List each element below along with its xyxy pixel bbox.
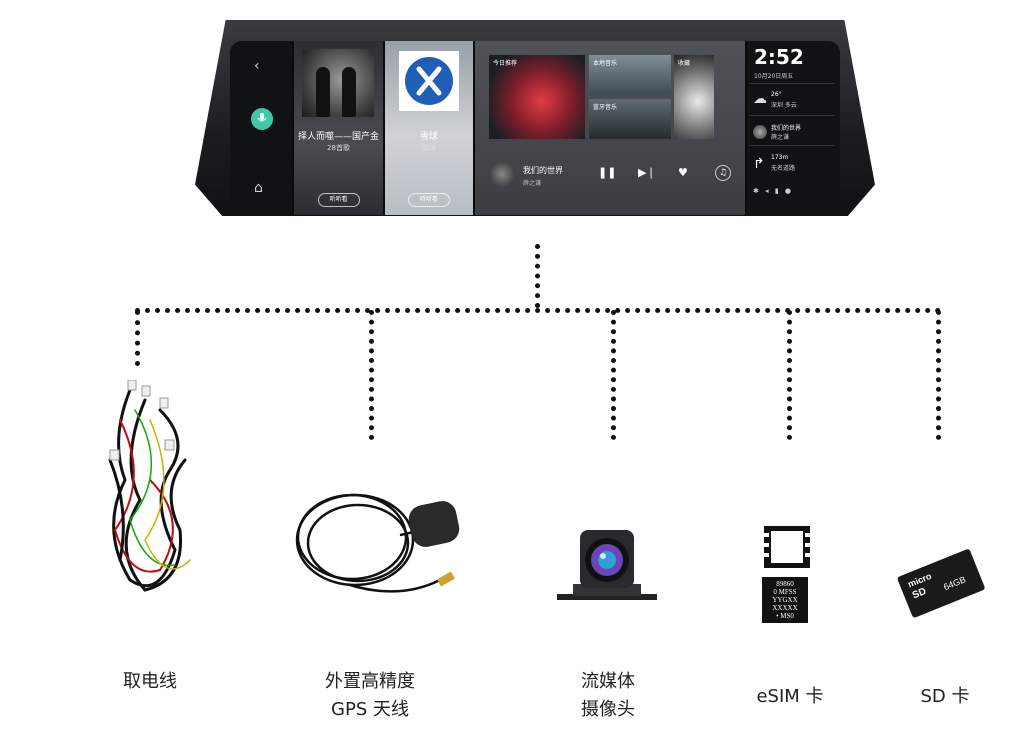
mirror-screen: ‹ ⌂ 择人而噬——国产金 28首歌 听听看 雪球 bbox=[230, 41, 840, 215]
status-column: 2:52 10月20日周五 ☁ 26° 深圳 多云 我们的世界 薛之谦 ↱ 17… bbox=[747, 41, 840, 215]
tile-favorites[interactable]: 收藏 bbox=[674, 55, 714, 139]
esim-chip-print: 89860 0 MFSS YYGXX XXXXX • MS0 bbox=[762, 577, 808, 623]
radio-title: 雪球 bbox=[419, 132, 438, 142]
label-line: 取电线 bbox=[123, 671, 177, 692]
tile-recommend[interactable]: 今日推荐 bbox=[489, 55, 585, 139]
label-line: 外置高精度 bbox=[325, 671, 415, 692]
now-playing-title: 我们的世界 bbox=[523, 166, 563, 175]
chip-line: 0 MFSS bbox=[773, 588, 797, 596]
label-power-cable: 取电线 bbox=[105, 668, 195, 696]
playlist-card[interactable]: 择人而噬——国产金 28首歌 听听看 bbox=[294, 41, 383, 215]
gps-antenna-image bbox=[295, 493, 460, 593]
trunk-connector bbox=[535, 244, 540, 308]
divider bbox=[749, 145, 835, 146]
divider bbox=[749, 83, 835, 84]
tile-label: 本地音乐 bbox=[593, 60, 618, 67]
drop-connector bbox=[787, 310, 792, 440]
sd-capacity: 64GB bbox=[942, 574, 968, 593]
now-playing-cover bbox=[489, 161, 515, 187]
xueqiu-logo-icon bbox=[399, 51, 459, 111]
tile-bluetooth-music[interactable]: 蓝牙音乐 bbox=[589, 99, 671, 139]
music-cover bbox=[753, 125, 767, 139]
cloud-icon: ☁ bbox=[753, 91, 767, 107]
label-line: GPS 天线 bbox=[331, 699, 409, 720]
drop-connector bbox=[936, 310, 941, 440]
weather-city: 深圳 多云 bbox=[771, 102, 797, 109]
left-nav-bar: ‹ ⌂ bbox=[230, 41, 292, 215]
playlist-subtitle: 28首歌 bbox=[327, 144, 350, 152]
mic-icon[interactable] bbox=[251, 108, 273, 130]
sd-brand-sd: SD bbox=[910, 586, 928, 602]
music-artist: 薛之谦 bbox=[771, 134, 790, 141]
system-status-icons: ✱ ◂ ▮ ● bbox=[753, 187, 794, 195]
branch-connector bbox=[135, 308, 941, 313]
playlist-cover bbox=[302, 49, 374, 117]
nav-distance: 173m bbox=[771, 154, 789, 161]
rearview-mirror-device: ‹ ⌂ 择人而噬——国产金 28首歌 听听看 雪球 bbox=[195, 20, 875, 216]
label-line: 流媒体 bbox=[581, 671, 635, 692]
music-note-icon[interactable]: ♫ bbox=[715, 165, 731, 181]
label-line: eSIM 卡 bbox=[756, 686, 824, 707]
nav-road: 无名道路 bbox=[771, 165, 796, 172]
heart-icon[interactable]: ♥ bbox=[678, 166, 688, 179]
pause-icon[interactable]: ❚❚ bbox=[598, 166, 617, 179]
label-gps-antenna: 外置高精度 GPS 天线 bbox=[310, 668, 430, 724]
tile-label: 今日推荐 bbox=[493, 60, 518, 67]
back-icon[interactable]: ‹ bbox=[254, 58, 260, 74]
drop-connector bbox=[135, 310, 140, 366]
streaming-camera-image bbox=[557, 530, 657, 600]
label-line: 摄像头 bbox=[581, 699, 635, 720]
drop-connector bbox=[611, 310, 616, 440]
chip-line: YYGXX bbox=[772, 596, 798, 604]
music-song: 我们的世界 bbox=[771, 125, 802, 132]
sd-card-body: micro SD 64GB bbox=[896, 548, 986, 619]
now-playing-artist: 薛之谦 bbox=[523, 180, 542, 187]
tile-label: 蓝牙音乐 bbox=[593, 104, 618, 111]
playlist-title: 择人而噬——国产金 bbox=[297, 132, 379, 142]
weather-temp: 26° bbox=[771, 91, 782, 98]
tile-label: 收藏 bbox=[678, 60, 691, 67]
power-cable-image bbox=[108, 380, 191, 592]
esim-card-image: 89860 0 MFSS YYGXX XXXXX • MS0 bbox=[762, 525, 812, 623]
sd-card-image: micro SD 64GB bbox=[896, 547, 996, 633]
label-line: SD 卡 bbox=[920, 686, 970, 707]
music-panel: 今日推荐 本地音乐 蓝牙音乐 收藏 我们的世界 薛之谦 ❚❚ ▶❘ ♥ ♫ bbox=[475, 41, 745, 215]
radio-card[interactable]: 雪球 雪球 听听看 bbox=[385, 41, 473, 215]
turn-arrow-icon: ↱ bbox=[753, 156, 765, 172]
label-streaming-camera: 流媒体 摄像头 bbox=[563, 668, 653, 724]
chip-line: XXXXX bbox=[772, 604, 798, 612]
listen-button[interactable]: 听听看 bbox=[408, 193, 450, 207]
radio-subtitle: 雪球 bbox=[422, 144, 436, 152]
label-esim-card: eSIM 卡 bbox=[740, 683, 840, 711]
chip-line: • MS0 bbox=[776, 612, 794, 620]
chip-icon bbox=[764, 526, 810, 568]
clock-time: 2:52 bbox=[754, 45, 804, 69]
clock-date: 10月20日周五 bbox=[754, 73, 794, 80]
chip-line: 89860 bbox=[776, 580, 794, 588]
drop-connector bbox=[369, 310, 374, 440]
listen-button[interactable]: 听听看 bbox=[317, 193, 360, 207]
divider bbox=[749, 115, 835, 116]
home-icon[interactable]: ⌂ bbox=[254, 180, 263, 196]
tile-local-music[interactable]: 本地音乐 bbox=[589, 55, 671, 95]
label-sd-card: SD 卡 bbox=[900, 683, 990, 711]
next-track-icon[interactable]: ▶❘ bbox=[638, 166, 656, 179]
